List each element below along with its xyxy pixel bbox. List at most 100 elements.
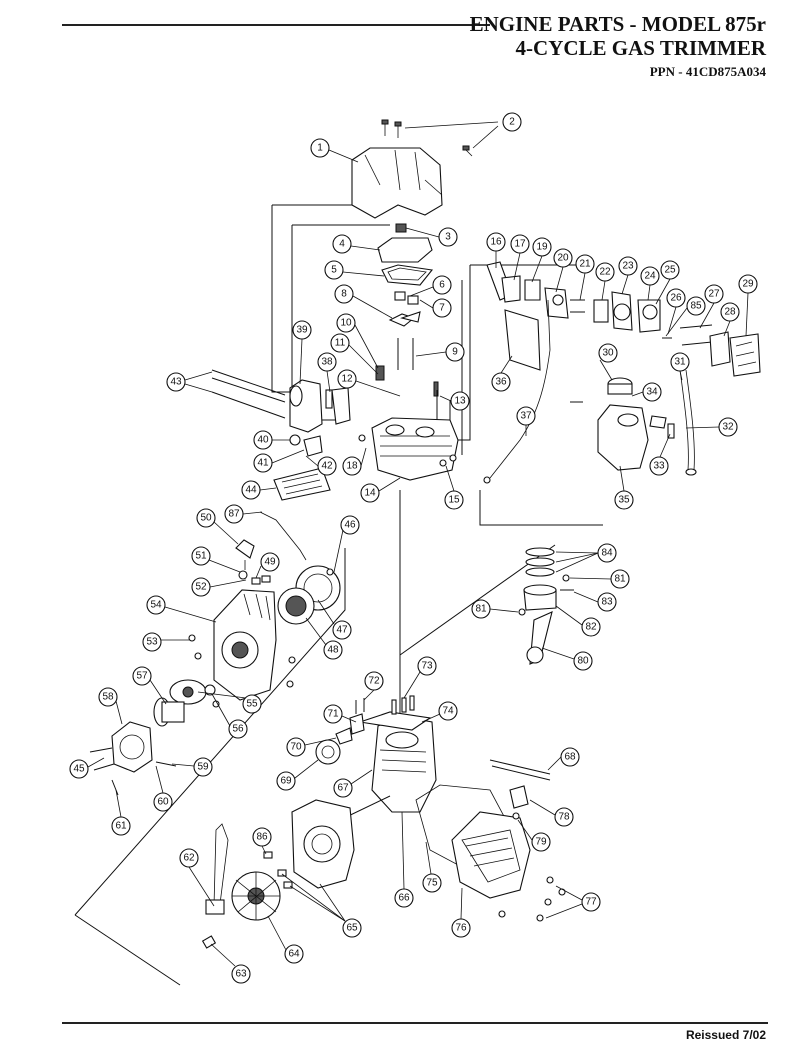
- callout-79: 79: [535, 837, 547, 848]
- piston: [518, 547, 574, 665]
- callout-84: 84: [601, 548, 613, 559]
- callout-23: 23: [622, 261, 634, 272]
- callout-10: 10: [340, 318, 352, 329]
- callout-67: 67: [337, 783, 349, 794]
- callout-41: 41: [257, 458, 269, 469]
- callout-70: 70: [290, 742, 302, 753]
- callout-66: 66: [398, 893, 410, 904]
- callout-22: 22: [599, 267, 611, 278]
- callout-39: 39: [296, 325, 308, 336]
- callout-47: 47: [336, 625, 348, 636]
- carburetor-assembly: [483, 261, 761, 484]
- callout-81: 81: [614, 574, 626, 585]
- part-callouts: 1 2 3 4 5 6 7 8 9 10 11 12 13 14 15 16 1…: [69, 112, 758, 984]
- fuel-tank: [597, 369, 697, 476]
- crankcase: [339, 695, 437, 821]
- muffler-screen: [273, 434, 331, 501]
- callout-2: 2: [509, 117, 515, 128]
- callout-42: 42: [321, 461, 333, 472]
- callout-37: 37: [520, 411, 532, 422]
- cam-assembly: [315, 698, 365, 765]
- flywheel: [231, 799, 355, 921]
- callout-13: 13: [454, 396, 466, 407]
- page-title: ENGINE PARTS - MODEL 875r: [469, 12, 766, 36]
- callout-53: 53: [146, 637, 158, 648]
- callout-46: 46: [344, 520, 356, 531]
- callout-86: 86: [256, 832, 268, 843]
- callout-25: 25: [664, 265, 676, 276]
- callout-1: 1: [317, 143, 323, 154]
- long-bolts: [211, 369, 286, 419]
- callout-31: 31: [674, 357, 686, 368]
- callout-77: 77: [585, 897, 597, 908]
- callout-55: 55: [246, 699, 258, 710]
- engine-shroud: [351, 147, 443, 219]
- starter-pulley: [259, 511, 341, 625]
- callout-76: 76: [455, 923, 467, 934]
- callout-59: 59: [197, 762, 209, 773]
- callout-32: 32: [722, 422, 734, 433]
- ignition-module: [201, 823, 229, 949]
- callout-85: 85: [690, 301, 702, 312]
- callout-20: 20: [557, 253, 569, 264]
- callout-71: 71: [327, 709, 339, 720]
- callout-35: 35: [618, 495, 630, 506]
- callout-63: 63: [235, 969, 247, 980]
- valve-cover: [377, 223, 434, 286]
- footer-rule: [62, 1022, 768, 1024]
- callout-50: 50: [200, 513, 212, 524]
- callout-6: 6: [439, 280, 445, 291]
- callout-61: 61: [115, 821, 127, 832]
- recoil-starter: [188, 539, 296, 701]
- reissue-note: Reissued 7/02: [685, 1028, 766, 1042]
- callout-3: 3: [445, 232, 451, 243]
- valve-train: [375, 291, 451, 430]
- part-number: PPN - 41CD875A034: [649, 64, 766, 79]
- callout-4: 4: [339, 239, 345, 250]
- callout-69: 69: [280, 776, 292, 787]
- callout-43: 43: [170, 377, 182, 388]
- callout-29: 29: [742, 279, 754, 290]
- callout-18: 18: [346, 461, 358, 472]
- callout-78: 78: [558, 812, 570, 823]
- callout-15: 15: [448, 495, 460, 506]
- callout-49: 49: [264, 557, 276, 568]
- callout-74: 74: [442, 706, 454, 717]
- cylinder-head: [358, 417, 459, 481]
- callout-38: 38: [321, 357, 333, 368]
- callout-81b: 81: [475, 604, 487, 615]
- callout-34: 34: [646, 387, 658, 398]
- callout-60: 60: [157, 797, 169, 808]
- callout-65: 65: [346, 923, 358, 934]
- callout-17: 17: [514, 239, 526, 250]
- callout-68: 68: [564, 752, 576, 763]
- callout-58: 58: [102, 692, 114, 703]
- callout-73: 73: [421, 661, 433, 672]
- callout-44: 44: [245, 485, 257, 496]
- callout-54: 54: [150, 600, 162, 611]
- callout-8: 8: [341, 289, 347, 300]
- shroud-screws: [381, 119, 499, 157]
- crankcase-cover: [415, 759, 566, 922]
- callout-leaders: [87, 149, 749, 967]
- callout-36: 36: [495, 377, 507, 388]
- callout-5: 5: [331, 265, 337, 276]
- callout-45: 45: [73, 764, 85, 775]
- callout-33: 33: [653, 461, 665, 472]
- header-rule: [62, 24, 490, 26]
- page-subtitle: 4-CYCLE GAS TRIMMER: [515, 36, 766, 60]
- callout-28: 28: [724, 307, 736, 318]
- callout-11: 11: [335, 338, 346, 349]
- callout-56: 56: [232, 724, 244, 735]
- callout-57: 57: [136, 671, 148, 682]
- muffler: [289, 379, 351, 433]
- callout-7: 7: [439, 303, 445, 314]
- callout-21: 21: [579, 259, 591, 270]
- callout-12: 12: [341, 374, 353, 385]
- callout-83: 83: [601, 597, 613, 608]
- callout-72: 72: [368, 676, 380, 687]
- callout-48: 48: [327, 645, 339, 656]
- callout-52: 52: [195, 582, 207, 593]
- callout-30: 30: [602, 348, 614, 359]
